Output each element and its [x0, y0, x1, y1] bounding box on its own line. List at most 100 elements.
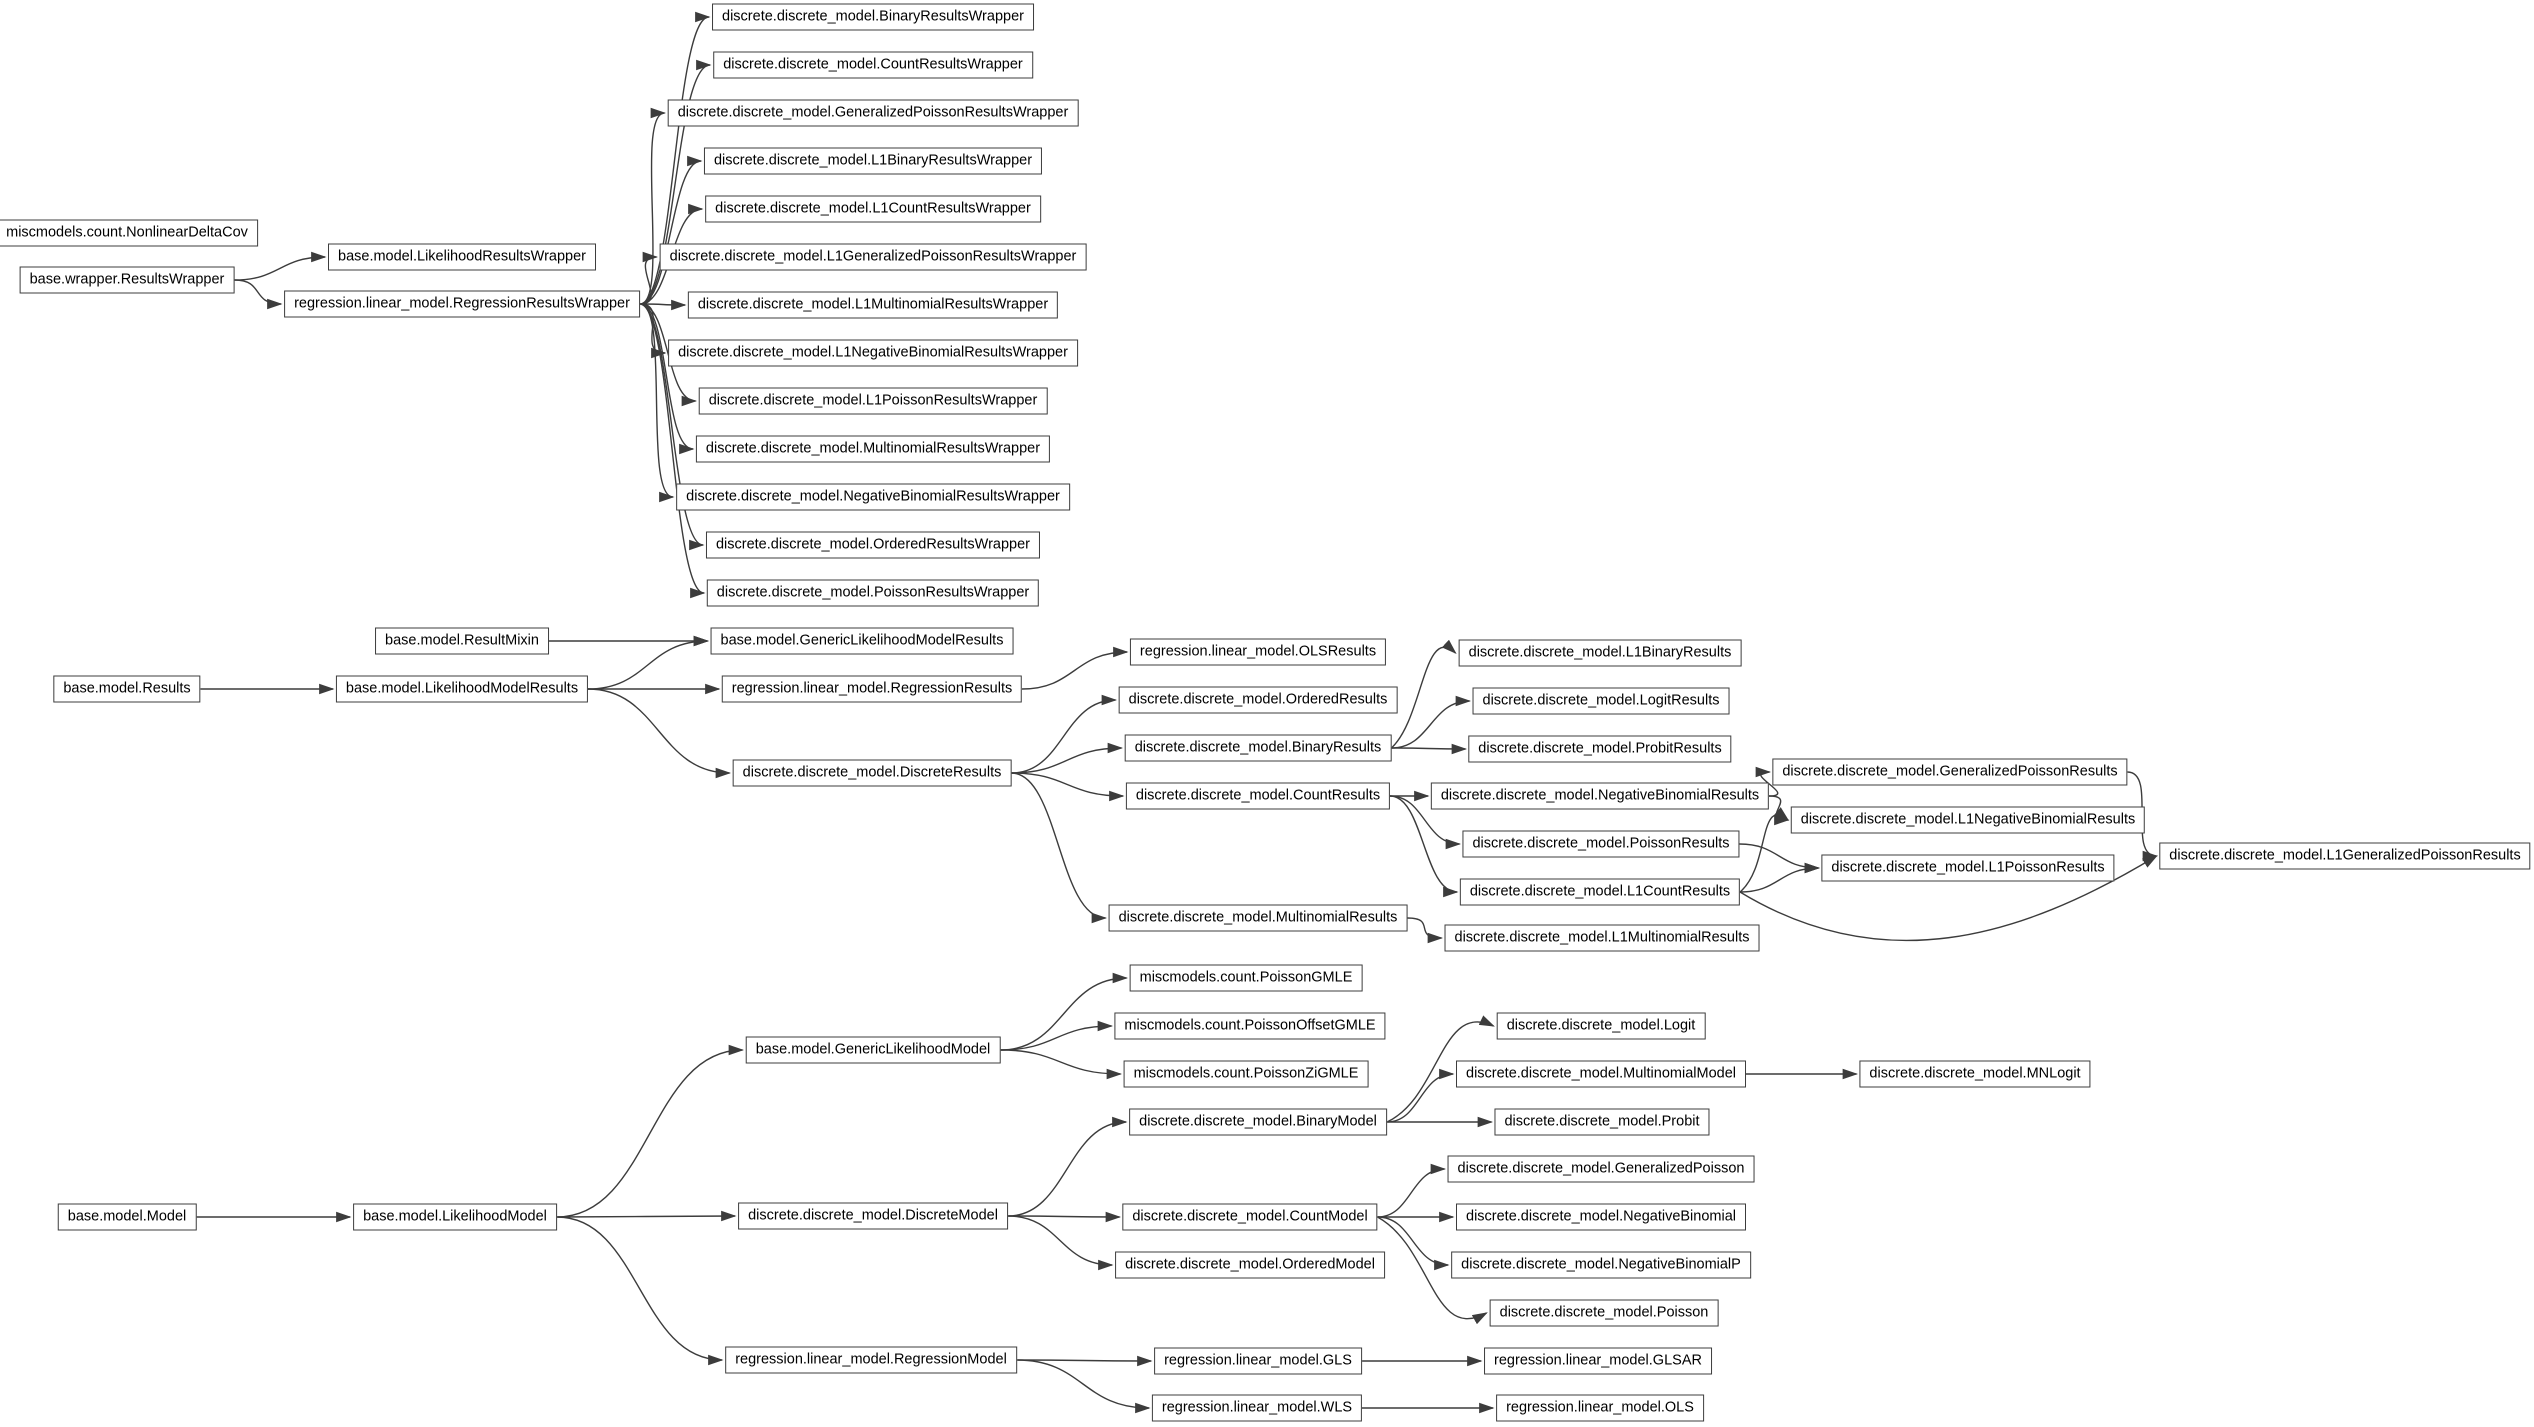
- edge-genericlikelihoodmodel-to-poissonzigmle: [1000, 1049, 1123, 1080]
- node-orderedresultswrapper[interactable]: discrete.discrete_model.OrderedResultsWr…: [705, 531, 1041, 559]
- node-l1poissonresults[interactable]: discrete.discrete_model.L1PoissonResults: [1821, 854, 2115, 882]
- node-olsresults[interactable]: regression.linear_model.OLSResults: [1129, 638, 1387, 666]
- edge-resultswrapper-to-likelihoodresultswrapper: [234, 251, 327, 281]
- edge-likelihoodmodelresults-to-genericlikelihoodmodelresults: [587, 635, 710, 690]
- edge-discreteresults-to-countresults: [1011, 772, 1125, 802]
- node-binarymodel[interactable]: discrete.discrete_model.BinaryModel: [1129, 1108, 1387, 1136]
- edge-binaryresults-to-probitresults: [1391, 743, 1468, 755]
- node-countresultswrapper[interactable]: discrete.discrete_model.CountResultsWrap…: [713, 51, 1033, 79]
- node-probit[interactable]: discrete.discrete_model.Probit: [1494, 1108, 1710, 1136]
- edge-regressionresults-to-olsresults: [1021, 646, 1129, 690]
- node-gls[interactable]: regression.linear_model.GLS: [1154, 1347, 1362, 1375]
- node-countmodel[interactable]: discrete.discrete_model.CountModel: [1122, 1203, 1378, 1231]
- node-multinomialresults[interactable]: discrete.discrete_model.MultinomialResul…: [1108, 904, 1408, 932]
- node-generalizedpoissonresultswrapper[interactable]: discrete.discrete_model.GeneralizedPoiss…: [667, 99, 1079, 127]
- edge-binaryresults-to-l1binaryresults: [1391, 639, 1457, 749]
- node-ols[interactable]: regression.linear_model.OLS: [1496, 1394, 1704, 1422]
- node-regressionmodel[interactable]: regression.linear_model.RegressionModel: [725, 1346, 1017, 1374]
- edge-likelihoodmodelresults-to-discreteresults: [587, 688, 732, 779]
- node-negativebinomialresultswrapper[interactable]: discrete.discrete_model.NegativeBinomial…: [676, 483, 1070, 511]
- edge-countmodel-to-poisson: [1377, 1216, 1488, 1325]
- node-poissonzigmle[interactable]: miscmodels.count.PoissonZiGMLE: [1123, 1060, 1369, 1088]
- edge-binarymodel-to-multinomialmodel: [1386, 1068, 1455, 1123]
- node-likelihoodmodel[interactable]: base.model.LikelihoodModel: [353, 1203, 557, 1231]
- edge-negativebinomialresults-to-generalizedpoissonresults: [1755, 766, 1779, 797]
- node-genericlikelihoodmodelresults[interactable]: base.model.GenericLikelihoodModelResults: [710, 627, 1014, 655]
- node-genericlikelihoodmodel[interactable]: base.model.GenericLikelihoodModel: [745, 1036, 1001, 1064]
- node-glsar[interactable]: regression.linear_model.GLSAR: [1484, 1347, 1712, 1375]
- node-generalizedpoisson[interactable]: discrete.discrete_model.GeneralizedPoiss…: [1447, 1155, 1755, 1183]
- edge-binarymodel-to-logit: [1386, 1015, 1495, 1123]
- node-resultmixin[interactable]: base.model.ResultMixin: [375, 627, 549, 655]
- node-resultswrapper[interactable]: base.wrapper.ResultsWrapper: [19, 266, 235, 294]
- node-logit[interactable]: discrete.discrete_model.Logit: [1496, 1012, 1706, 1040]
- edge-regressionmodel-to-gls: [1016, 1355, 1153, 1367]
- node-negativebinomialresults[interactable]: discrete.discrete_model.NegativeBinomial…: [1430, 782, 1770, 810]
- node-poissonresults[interactable]: discrete.discrete_model.PoissonResults: [1462, 830, 1740, 858]
- edge-likelihoodmodel-to-discretemodel: [556, 1210, 737, 1222]
- node-regressionresultswrapper[interactable]: regression.linear_model.RegressionResult…: [284, 290, 640, 318]
- edge-regressionresultswrapper-to-l1multinomialresultswrapper: [639, 299, 687, 311]
- node-l1countresultswrapper[interactable]: discrete.discrete_model.L1CountResultsWr…: [705, 195, 1041, 223]
- node-discreteresults[interactable]: discrete.discrete_model.DiscreteResults: [732, 759, 1012, 787]
- node-multinomialresultswrapper[interactable]: discrete.discrete_model.MultinomialResul…: [695, 435, 1051, 463]
- node-multinomialmodel[interactable]: discrete.discrete_model.MultinomialModel: [1456, 1060, 1746, 1088]
- node-generalizedpoissonresults[interactable]: discrete.discrete_model.GeneralizedPoiss…: [1772, 758, 2128, 786]
- node-discretemodel[interactable]: discrete.discrete_model.DiscreteModel: [738, 1202, 1008, 1230]
- node-likelihoodmodelresults[interactable]: base.model.LikelihoodModelResults: [335, 675, 589, 703]
- edge-regressionresultswrapper-to-poissonresultswrapper: [639, 303, 706, 599]
- node-model[interactable]: base.model.Model: [57, 1203, 197, 1231]
- node-negativebinomialp[interactable]: discrete.discrete_model.NegativeBinomial…: [1451, 1251, 1751, 1279]
- edge-regressionmodel-to-wls: [1016, 1359, 1151, 1414]
- node-binaryresultswrapper[interactable]: discrete.discrete_model.BinaryResultsWra…: [712, 3, 1034, 31]
- edge-discretemodel-to-orderedmodel: [1007, 1215, 1114, 1271]
- edge-likelihoodmodel-to-genericlikelihoodmodel: [556, 1044, 745, 1218]
- node-l1binaryresultswrapper[interactable]: discrete.discrete_model.L1BinaryResultsW…: [703, 147, 1043, 175]
- node-binaryresults[interactable]: discrete.discrete_model.BinaryResults: [1124, 734, 1392, 762]
- edge-l1countresults-to-l1poissonresults: [1739, 862, 1821, 893]
- node-poissonoffsetgmle[interactable]: miscmodels.count.PoissonOffsetGMLE: [1114, 1012, 1386, 1040]
- edge-regressionresultswrapper-to-countresultswrapper: [639, 59, 712, 305]
- node-l1countresults[interactable]: discrete.discrete_model.L1CountResults: [1459, 878, 1741, 906]
- edge-multinomialresults-to-l1multinomialresults: [1407, 917, 1444, 944]
- node-l1multinomialresultswrapper[interactable]: discrete.discrete_model.L1MultinomialRes…: [687, 291, 1059, 319]
- edge-countmodel-to-generalizedpoisson: [1377, 1163, 1447, 1218]
- node-likelihoodresultswrapper[interactable]: base.model.LikelihoodResultsWrapper: [328, 243, 596, 271]
- edge-regressionresultswrapper-to-generalizedpoissonresultswrapper: [639, 107, 667, 305]
- node-results[interactable]: base.model.Results: [53, 675, 201, 703]
- node-l1binaryresults[interactable]: discrete.discrete_model.L1BinaryResults: [1458, 639, 1742, 667]
- node-nonlineardeltacov[interactable]: miscmodels.count.NonlinearDeltaCov: [0, 219, 258, 247]
- node-orderedmodel[interactable]: discrete.discrete_model.OrderedModel: [1115, 1251, 1385, 1279]
- node-l1poissonresultswrapper[interactable]: discrete.discrete_model.L1PoissonResults…: [698, 387, 1048, 415]
- edge-likelihoodmodel-to-regressionmodel: [556, 1216, 724, 1366]
- edge-regressionresultswrapper-to-binaryresultswrapper: [639, 11, 711, 305]
- node-regressionresults[interactable]: regression.linear_model.RegressionResult…: [721, 675, 1023, 703]
- node-negativebinomial[interactable]: discrete.discrete_model.NegativeBinomial: [1456, 1203, 1746, 1231]
- node-l1negativebinomialresultswrapper[interactable]: discrete.discrete_model.L1NegativeBinomi…: [668, 339, 1078, 367]
- node-l1generalizedpoissonresults[interactable]: discrete.discrete_model.L1GeneralizedPoi…: [2159, 842, 2531, 870]
- node-l1multinomialresults[interactable]: discrete.discrete_model.L1MultinomialRes…: [1444, 924, 1760, 952]
- node-logitresults[interactable]: discrete.discrete_model.LogitResults: [1472, 687, 1730, 715]
- edge-l1countresults-to-l1negativebinomialresults: [1739, 807, 1790, 893]
- node-l1generalizedpoissonresultswrapper[interactable]: discrete.discrete_model.L1GeneralizedPoi…: [659, 243, 1087, 271]
- edge-discreteresults-to-orderedresults: [1011, 694, 1118, 774]
- edge-discreteresults-to-binaryresults: [1011, 742, 1124, 774]
- edge-binaryresults-to-logitresults: [1391, 695, 1472, 749]
- node-poisson[interactable]: discrete.discrete_model.Poisson: [1489, 1299, 1719, 1327]
- edge-discretemodel-to-binarymodel: [1007, 1116, 1128, 1217]
- edge-regressionresultswrapper-to-multinomialresultswrapper: [639, 303, 695, 455]
- node-poissonresultswrapper[interactable]: discrete.discrete_model.PoissonResultsWr…: [706, 579, 1040, 607]
- node-mnlogit[interactable]: discrete.discrete_model.MNLogit: [1859, 1060, 2091, 1088]
- edge-countresults-to-l1countresults: [1389, 795, 1459, 898]
- node-poissongmle[interactable]: miscmodels.count.PoissonGMLE: [1129, 964, 1363, 992]
- edge-regressionresultswrapper-to-l1generalizedpoissonresultswrapper: [639, 251, 659, 305]
- edge-countmodel-to-negativebinomialp: [1377, 1216, 1450, 1271]
- node-l1negativebinomialresults[interactable]: discrete.discrete_model.L1NegativeBinomi…: [1790, 806, 2146, 834]
- node-wls[interactable]: regression.linear_model.WLS: [1151, 1394, 1363, 1422]
- edge-l1countresults-to-l1generalizedpoissonresults: [1739, 855, 2158, 942]
- node-probitresults[interactable]: discrete.discrete_model.ProbitResults: [1468, 735, 1732, 763]
- node-orderedresults[interactable]: discrete.discrete_model.OrderedResults: [1118, 686, 1398, 714]
- node-countresults[interactable]: discrete.discrete_model.CountResults: [1125, 782, 1391, 810]
